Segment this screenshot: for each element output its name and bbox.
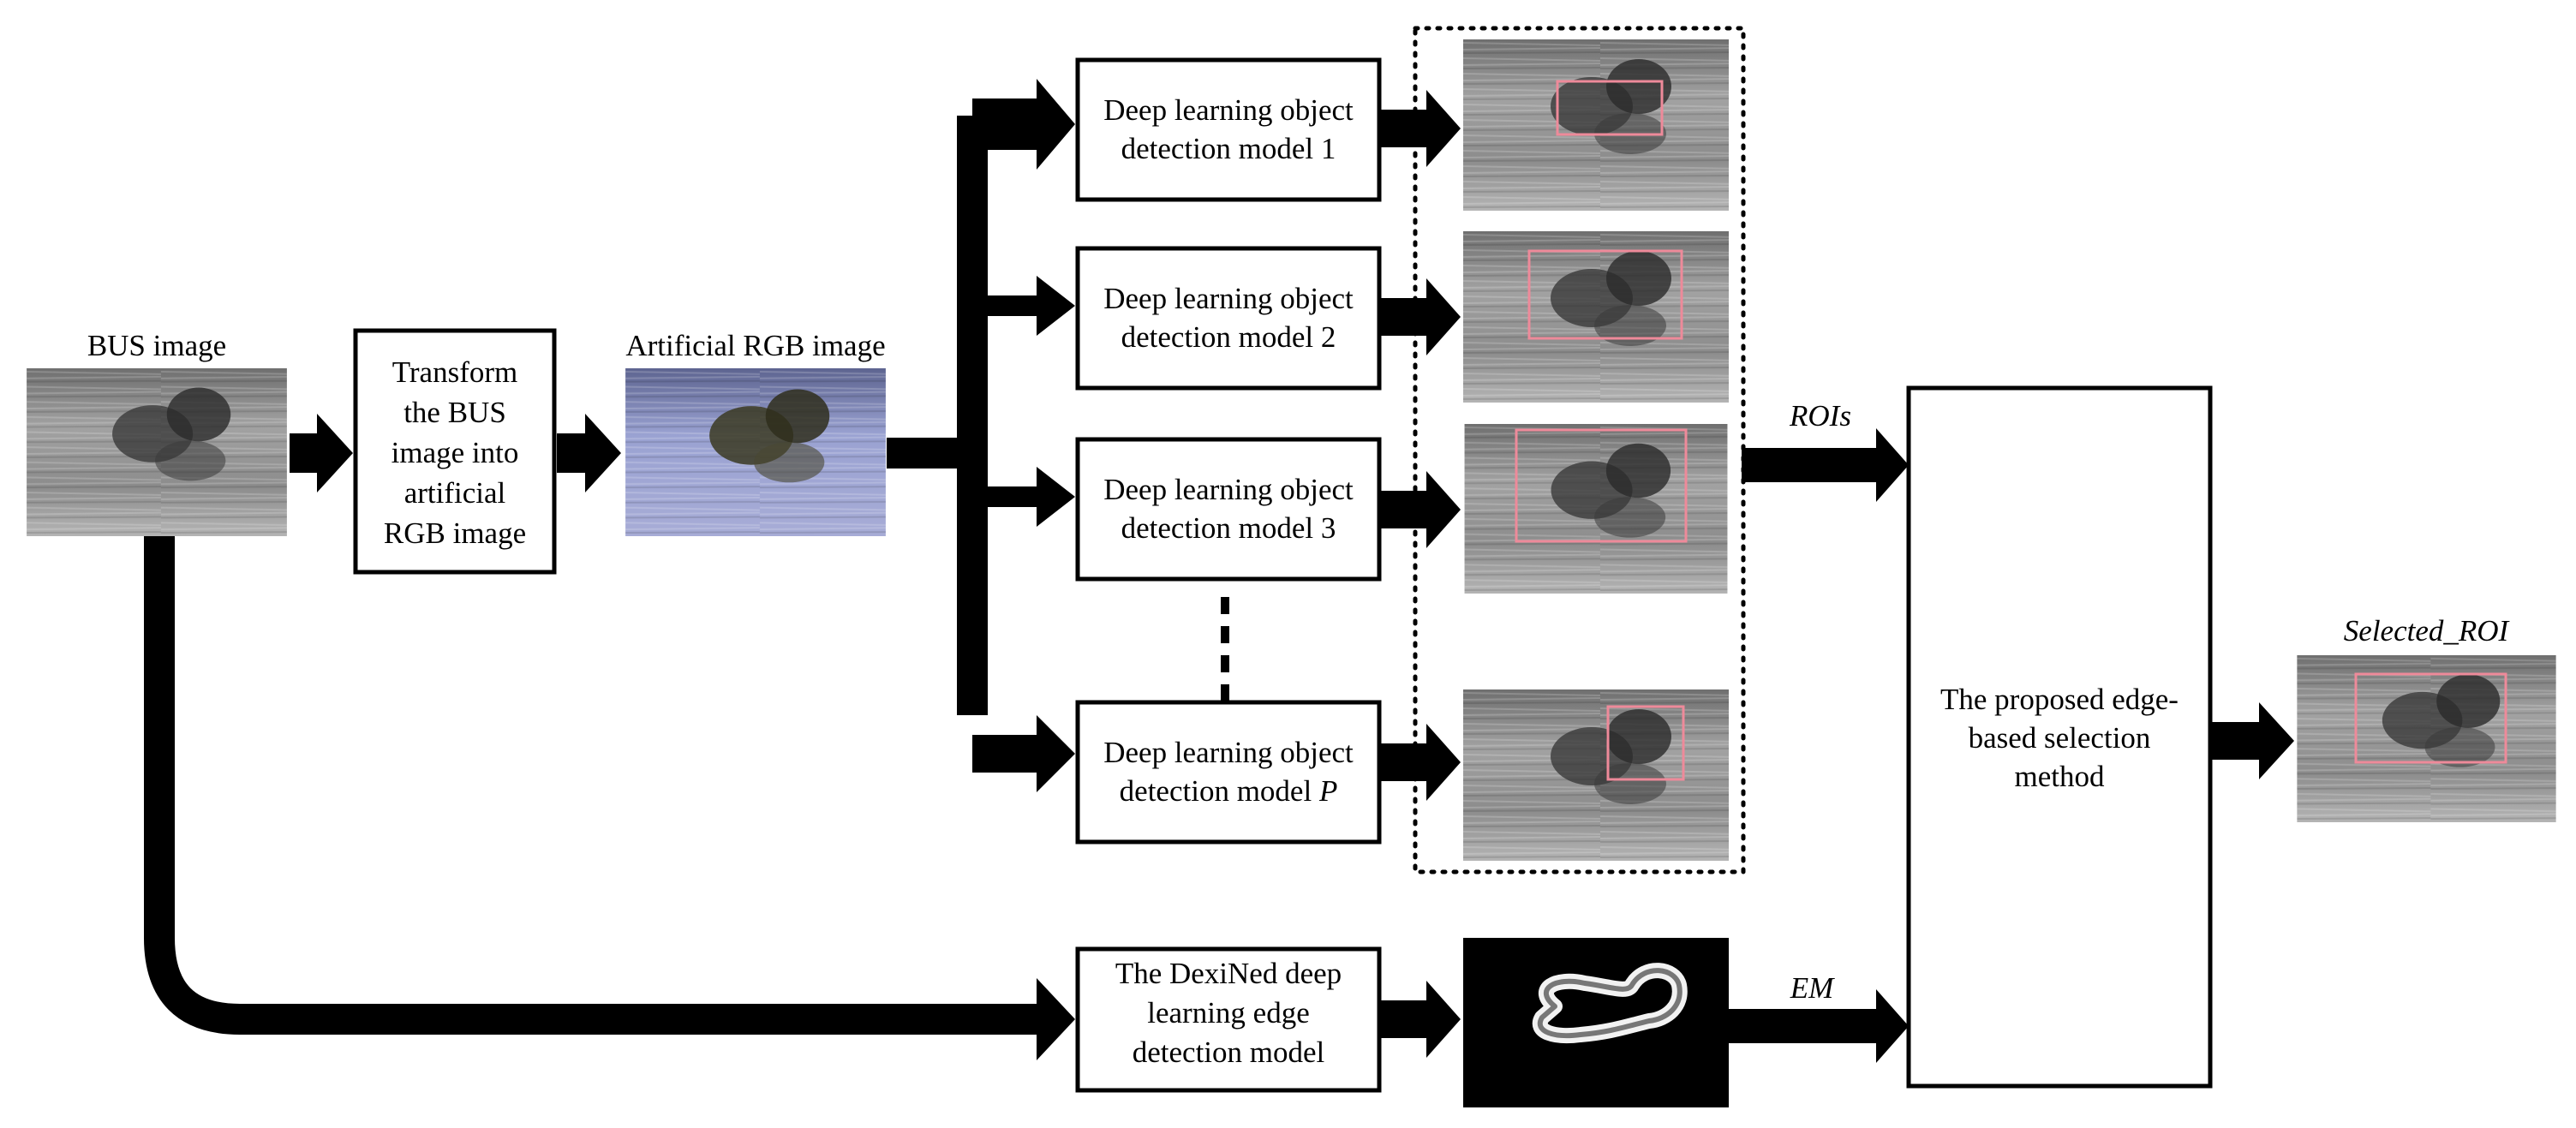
bus-image — [27, 368, 287, 536]
artificial-rgb-label: Artificial RGB image — [625, 329, 885, 362]
artificial-rgb-image — [625, 368, 886, 536]
model-3-box — [1075, 437, 1382, 582]
model-2-label-line-2: detection model 2 — [1121, 320, 1336, 354]
edge-map-image — [1463, 938, 1729, 1107]
roi-box-1 — [1556, 80, 1664, 136]
transform-label-line-5: RGB image — [384, 516, 526, 550]
selection-label-line-3: method — [2015, 760, 2105, 793]
flow-connectors — [144, 116, 1041, 1035]
model-3-label-line-1: Deep learning object — [1103, 473, 1354, 506]
detection-output-p — [1463, 689, 1729, 861]
arrow-model-1-to-roi — [1381, 90, 1461, 167]
roi-box-2 — [1527, 249, 1683, 340]
model-p-label-prefix: detection model — [1120, 774, 1319, 808]
arrow-model-2-to-roi — [1381, 278, 1461, 355]
model-p-box — [1075, 700, 1382, 845]
arrow-to-dexined — [1037, 978, 1075, 1060]
transform-label-line-4: artificial — [404, 476, 506, 510]
arrow-to-model-1 — [972, 79, 1075, 170]
model-p-label-line-1: Deep learning object — [1103, 736, 1354, 769]
bus-to-dexined-line — [144, 531, 1041, 1035]
arrow-model-3-to-roi — [1381, 471, 1461, 548]
model-2-label-line-1: Deep learning object — [1103, 282, 1354, 315]
em-label: EM — [1790, 971, 1835, 1005]
arrow-selection-to-output — [2211, 702, 2294, 779]
ellipsis-dots — [1221, 597, 1229, 701]
arrow-em-to-selection — [1726, 989, 1909, 1063]
roi-group-dotted-border — [1413, 26, 1746, 874]
model-2-box — [1075, 246, 1382, 391]
arrow-model-p-to-roi — [1381, 724, 1461, 801]
detection-output-3 — [1464, 424, 1728, 594]
selected-roi-box — [2354, 672, 2507, 764]
arrow-dexined-to-edge — [1381, 981, 1461, 1058]
selected-roi-image — [2297, 655, 2556, 822]
selection-method-box — [1906, 385, 2213, 1089]
arrow-to-model-p — [972, 715, 1075, 792]
transform-label-line-2: the BUS — [403, 396, 506, 429]
arrows — [290, 79, 2294, 1063]
selection-label-line-2: based selection — [1969, 721, 2151, 755]
roi-box-3 — [1515, 428, 1688, 543]
arrow-to-model-2 — [972, 276, 1075, 336]
dexined-box — [1075, 946, 1382, 1093]
rois-label: ROIs — [1789, 399, 1851, 433]
model-p-label-var: P — [1318, 774, 1337, 808]
arrow-bus-to-transform — [290, 414, 353, 492]
arrow-to-model-3 — [972, 467, 1075, 527]
detection-output-2 — [1463, 231, 1729, 403]
arrow-transform-to-rgb — [557, 414, 621, 492]
bus-image-label: BUS image — [87, 329, 226, 362]
selected-roi-label: Selected_ROI — [2344, 614, 2511, 648]
selection-label-line-1: The proposed edge- — [1940, 683, 2179, 716]
dexined-label-line-3: detection model — [1133, 1035, 1325, 1069]
dexined-label-line-1: The DexiNed deep — [1115, 957, 1342, 990]
model-1-label-line-1: Deep learning object — [1103, 93, 1354, 127]
detection-output-1 — [1463, 39, 1729, 211]
transform-label-line-3: image into — [391, 436, 519, 469]
model-p-label-line-2: detection model P — [1120, 774, 1338, 808]
dexined-label-line-2: learning edge — [1147, 996, 1310, 1030]
model-3-label-line-2: detection model 3 — [1121, 511, 1336, 545]
arrow-rois-to-selection — [1742, 428, 1909, 502]
roi-box-p — [1606, 705, 1685, 781]
model-1-box — [1075, 57, 1382, 202]
transform-label-line-1: Transform — [392, 355, 518, 389]
transform-box — [353, 328, 557, 575]
model-1-label-line-2: detection model 1 — [1121, 132, 1336, 165]
